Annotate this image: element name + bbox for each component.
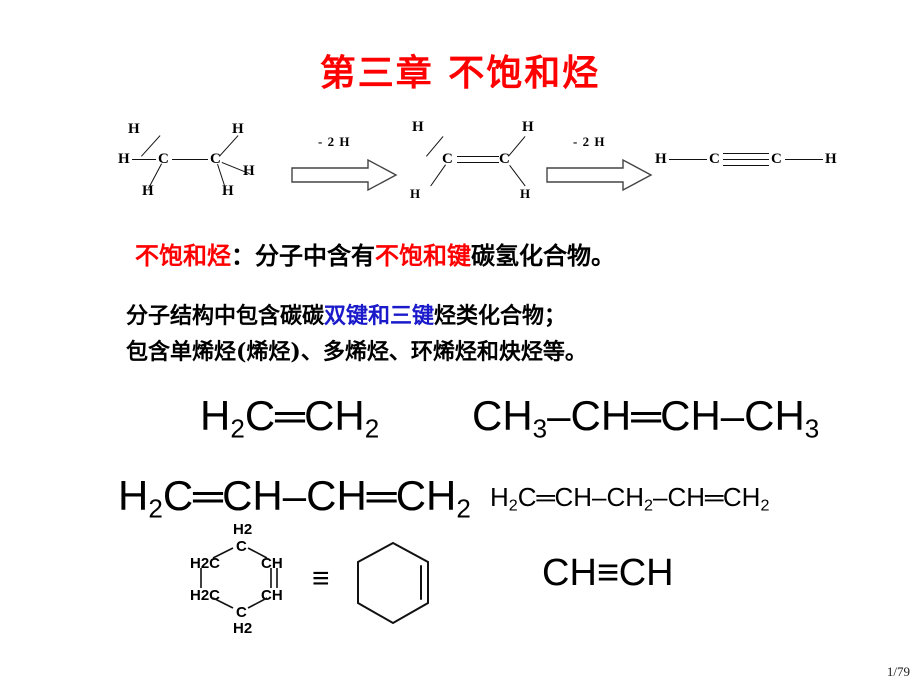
ethane-bond-c2-h-top: [219, 135, 239, 157]
cyclohexene-explicit-structure: H2 C H2C CH H2C CH C H2: [185, 522, 315, 637]
reaction-scheme: C C H H H H H H - 2 H C C H H H H: [0, 112, 920, 212]
ethane-bond-cc: [172, 159, 208, 161]
cyclohexene-top-carbon: C: [236, 538, 247, 555]
ethane-hydrogen-top-left: H: [128, 121, 140, 137]
cyclohexene-lower-left-ch2: H2C: [190, 587, 221, 604]
ethene-carbon-left: C: [442, 151, 453, 167]
ethane-carbon-right: C: [210, 151, 221, 167]
reaction-arrow-1-label: - 2 H: [318, 134, 351, 149]
page-number: 1/79: [886, 664, 910, 679]
formula-acetylene: CH≡CH: [542, 552, 674, 594]
ethene-structure: C C H H H H: [400, 112, 540, 212]
description-line-1: 分子结构中包含碳碳双键和三键烃类化合物；: [126, 298, 566, 330]
description-line1-part-c: 烃类化合物；: [434, 303, 567, 329]
ethyne-carbon-right: C: [771, 151, 782, 167]
definition-tail: 碳氢化合物。: [471, 241, 615, 270]
cyclohexene-bottom-h2: H2: [233, 620, 253, 637]
description-line1-part-a: 分子结构中包含碳碳: [126, 303, 325, 329]
ethene-bond-c2-h-bottom: [508, 165, 526, 187]
ethene-hydrogen-bottom-right: H: [520, 186, 531, 201]
ethene-bond-cc-upper: [457, 156, 499, 158]
cyclohexene-lower-right-ch: CH: [261, 587, 283, 604]
ethyne-bond-h-c-left: [669, 159, 707, 161]
ethyne-bond-cc-middle: [723, 159, 769, 161]
formula-ethene: H2C═CH2: [200, 392, 380, 444]
description-line-2: 包含单烯烃(烯烃)、多烯烃、环烯烃和炔烃等。: [126, 339, 587, 365]
cyclohexene-skeleton-structure: [348, 540, 438, 626]
cyclohexene-bottom-carbon: C: [236, 604, 247, 621]
cyclohexene-upper-left-ch2: H2C: [190, 555, 221, 572]
ethene-hydrogen-bottom-left: H: [410, 186, 421, 201]
reaction-arrow-2: - 2 H: [545, 134, 655, 194]
definition-mid: 分子中含有: [255, 241, 375, 270]
reaction-arrow-2-label: - 2 H: [573, 134, 606, 149]
ethane-hydrogen-right: H: [243, 163, 255, 179]
cyclohexene-upper-right-ch: CH: [261, 555, 283, 572]
ethane-hydrogen-bottom-right: H: [222, 183, 234, 199]
ethane-hydrogen-left: H: [118, 151, 130, 167]
ethene-bond-c2-h-top: [508, 136, 526, 157]
ethane-bond-c1-h-left: [132, 159, 156, 161]
ethene-carbon-right: C: [499, 151, 510, 167]
equivalence-symbol: ≡: [312, 562, 330, 595]
ethane-structure: C C H H H H H H: [0, 112, 255, 212]
formula-2-butene: CH3–CH═CH–CH3: [472, 392, 820, 444]
formula-1-4-pentadiene: H2C═CH–CH2–CH═CH2: [490, 482, 770, 515]
ethane-hydrogen-top-right: H: [232, 121, 244, 137]
ethyne-carbon-left: C: [709, 151, 720, 167]
definition-term: 不饱和烃: [135, 241, 231, 270]
ethene-bond-c1-h-bottom: [429, 164, 446, 187]
ethyne-hydrogen-right: H: [825, 151, 837, 167]
ethane-carbon-left: C: [158, 151, 169, 167]
ethyne-bond-cc-lower: [723, 165, 769, 167]
ethyne-hydrogen-left: H: [655, 151, 667, 167]
ethene-hydrogen-top-right: H: [522, 119, 534, 135]
definition-highlight: 不饱和键: [375, 241, 471, 270]
ethyne-structure: H C C H: [655, 112, 855, 212]
formula-1-3-butadiene: H2C═CH–CH═CH2: [118, 472, 471, 524]
ethene-bond-cc-lower: [457, 162, 499, 164]
ethane-hydrogen-bottom-left: H: [142, 183, 154, 199]
cyclohexene-top-h2: H2: [233, 521, 253, 538]
ethane-bond-c1-h-bottom: [147, 163, 162, 189]
page-title: 第三章 不饱和烃: [319, 52, 601, 94]
reaction-arrow-1: - 2 H: [290, 134, 400, 194]
ethyne-bond-cc-upper: [723, 153, 769, 155]
ethyne-bond-c-h-right: [785, 159, 823, 161]
description-line1-highlight: 双键和三键: [324, 303, 435, 329]
ethene-hydrogen-top-left: H: [412, 119, 424, 135]
definition-colon: ：: [231, 241, 255, 270]
definition-line: 不饱和烃：分子中含有不饱和键碳氢化合物。: [135, 236, 615, 271]
